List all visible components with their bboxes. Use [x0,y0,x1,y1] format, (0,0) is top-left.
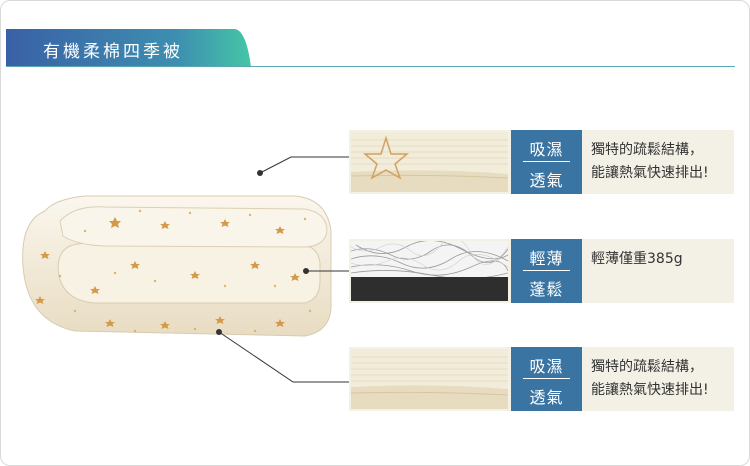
title-tab-background [6,29,251,67]
fabric-texture-image [351,132,508,192]
blanket-image [22,195,332,337]
fabric-texture-image [351,349,508,409]
page-title: 有機柔棉四季被 [43,42,183,62]
fiber-cross-section-image [351,241,508,301]
feature-description: 輕薄僅重385g [591,251,683,267]
feature-badge: 吸濕 透氣 [511,347,582,411]
feature-row-breathable-top: 吸濕 透氣 獨特的疏鬆結構， 能讓熱氣快速排出! [349,130,734,194]
title-underline [6,66,735,67]
feature-badge: 吸濕 透氣 [511,130,582,194]
feature-row-breathable-bottom: 吸濕 透氣 獨特的疏鬆結構， 能讓熱氣快速排出! [349,347,734,411]
feature-badge: 輕薄 蓬鬆 [511,239,582,303]
star-pattern [35,217,300,329]
feature-description: 獨特的疏鬆結構， 能讓熱氣快速排出! [591,359,709,398]
feature-description: 獨特的疏鬆結構， 能讓熱氣快速排出! [591,142,709,181]
feature-row-lightweight: 輕薄 蓬鬆 輕薄僅重385g [349,239,734,303]
